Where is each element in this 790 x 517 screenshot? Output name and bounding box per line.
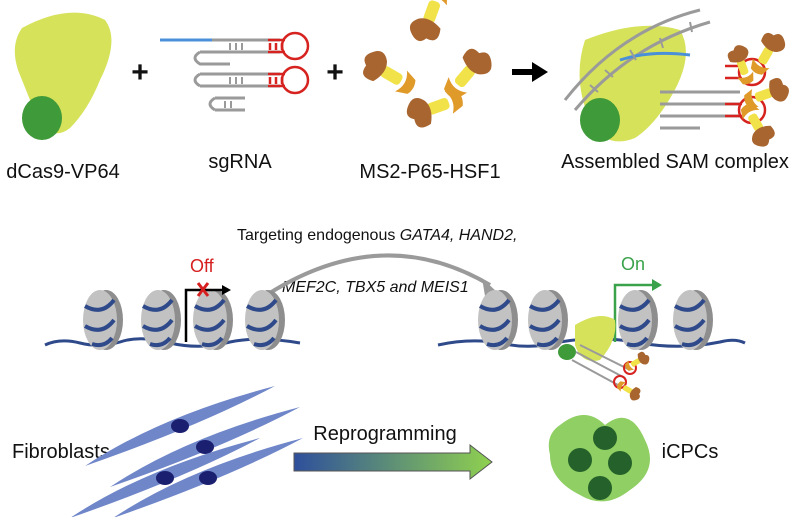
on-label: On <box>621 254 645 274</box>
icpcs-label: iCPCs <box>662 441 719 463</box>
sgrna-structure <box>160 31 310 112</box>
icpc-cluster <box>548 415 650 502</box>
targeting-text-line1: Targeting endogenous GATA4, HAND2, <box>237 227 517 244</box>
chromatin-off <box>44 282 301 352</box>
assembly-arrow <box>512 62 548 82</box>
sam-complex <box>563 8 790 151</box>
reprogramming-label: Reprogramming <box>313 423 456 445</box>
ms2-label: MS2-P65-HSF1 <box>359 161 500 183</box>
chromatin-on <box>437 279 746 403</box>
dcas9-vp64-protein <box>14 12 112 140</box>
fibroblasts-label: Fibroblasts <box>12 441 110 463</box>
targeting-genes-line1: GATA4, HAND2, <box>400 227 518 244</box>
sam-label: Assembled SAM complex <box>561 151 789 173</box>
ms2-p65-hsf1-molecules <box>356 0 498 132</box>
off-cross-icon <box>196 282 210 297</box>
reprogramming-arrow <box>293 443 493 481</box>
off-label: Off <box>190 256 215 276</box>
targeting-genes-line2: MEF2C, TBX5 and MEIS1 <box>282 279 469 296</box>
plus-sign-2: + <box>326 56 344 89</box>
dcas9-label: dCas9-VP64 <box>6 161 119 183</box>
sgrna-label: sgRNA <box>208 151 272 173</box>
plus-sign-1: + <box>131 56 149 89</box>
targeting-prefix: Targeting endogenous <box>237 227 400 244</box>
